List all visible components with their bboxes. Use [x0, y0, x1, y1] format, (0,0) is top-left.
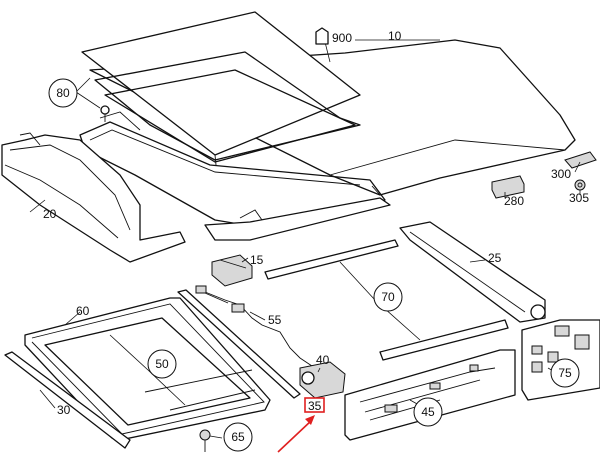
- part-900-icon: [315, 27, 329, 45]
- part-25-roller-blind[interactable]: [399, 221, 546, 323]
- label-15[interactable]: 15: [250, 253, 264, 267]
- label-20[interactable]: 20: [43, 207, 57, 221]
- label-30[interactable]: 30: [57, 403, 71, 417]
- bubble-70[interactable]: [373, 282, 403, 312]
- part-15-control-unit[interactable]: [211, 254, 253, 287]
- part-35-side-rail[interactable]: [177, 289, 301, 399]
- screw-icon: [100, 105, 110, 122]
- part-280-block[interactable]: [491, 175, 525, 199]
- bubble-75[interactable]: [550, 358, 580, 388]
- part-45-kit[interactable]: [344, 349, 516, 441]
- part-40-motor[interactable]: [299, 361, 346, 399]
- part-50-glass[interactable]: [44, 317, 256, 426]
- label-70[interactable]: 70: [381, 290, 395, 304]
- bubble-80[interactable]: [48, 78, 78, 108]
- bubble-50[interactable]: [147, 349, 177, 379]
- part-20-deflector[interactable]: [1, 132, 186, 263]
- part-60-seal[interactable]: [24, 297, 271, 441]
- part-65-screw[interactable]: [199, 429, 211, 452]
- label-280[interactable]: 280: [504, 194, 524, 208]
- bubble-45[interactable]: [413, 397, 443, 427]
- label-65[interactable]: 65: [231, 430, 245, 444]
- label-45[interactable]: 45: [421, 405, 435, 419]
- part-300-cap[interactable]: [564, 151, 597, 169]
- sunroof-frame[interactable]: [79, 111, 391, 241]
- label-305[interactable]: 305: [569, 191, 589, 205]
- part-labels: 900 10 80 20 300 305 280 15 55 25 70 60 …: [43, 29, 589, 452]
- part-305-clip[interactable]: [574, 179, 586, 191]
- part-80-glass-panel-stack[interactable]: [81, 11, 361, 166]
- part-55-wiring-harness[interactable]: [195, 285, 319, 371]
- label-300[interactable]: 300: [551, 167, 571, 181]
- label-10[interactable]: 10: [388, 29, 402, 43]
- highlight-arrow-icon: [277, 415, 315, 453]
- label-40[interactable]: 40: [316, 353, 330, 367]
- label-80[interactable]: 80: [56, 86, 70, 100]
- label-35[interactable]: 35: [308, 399, 322, 413]
- part-70-rail[interactable]: [264, 239, 509, 361]
- label-25[interactable]: 25: [488, 251, 502, 265]
- highlight-box-35: [304, 397, 325, 413]
- label-55[interactable]: 55: [268, 313, 282, 327]
- label-75[interactable]: 75: [558, 366, 572, 380]
- part-30-strip[interactable]: [4, 351, 131, 449]
- part-75-kit[interactable]: [521, 319, 600, 401]
- label-50[interactable]: 50: [155, 357, 169, 371]
- label-60[interactable]: 60: [76, 304, 90, 318]
- bubble-65[interactable]: [223, 422, 253, 452]
- label-900[interactable]: 900: [332, 31, 352, 45]
